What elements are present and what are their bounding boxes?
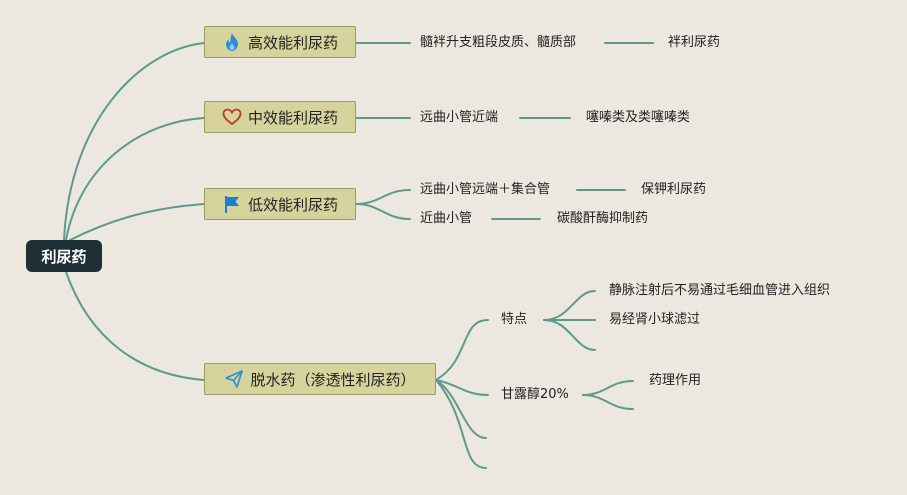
leaf-mannitol-pharmacology[interactable]: 药理作用	[649, 373, 702, 388]
node-high-efficacy[interactable]: 高效能利尿药	[204, 26, 356, 58]
fire-icon	[222, 32, 242, 52]
link-root-low	[69, 203, 205, 241]
leaf-mannitol[interactable]: 甘露醇20%	[501, 387, 569, 402]
node-label: 低效能利尿药	[247, 195, 338, 214]
node-label: 高效能利尿药	[247, 33, 338, 52]
node-dehydrating-agents[interactable]: 脱水药（渗透性利尿药）	[204, 363, 436, 395]
leaf-high-class[interactable]: 袢利尿药	[668, 35, 721, 50]
root-node[interactable]: 利尿药	[26, 240, 102, 272]
flag-icon	[222, 194, 242, 214]
leaf-low-class-1[interactable]: 保钾利尿药	[641, 182, 707, 197]
node-low-efficacy[interactable]: 低效能利尿药	[204, 188, 356, 220]
node-mid-efficacy[interactable]: 中效能利尿药	[204, 101, 356, 133]
paper-plane-icon	[224, 369, 244, 389]
link-mannitol-2	[582, 394, 634, 410]
link-dehydrate-features	[435, 319, 489, 381]
link-features-1	[543, 290, 596, 321]
link-mannitol-1	[582, 380, 634, 396]
link-root-dehydrate	[65, 271, 205, 381]
link-low-detail1	[355, 189, 411, 205]
heart-icon	[222, 107, 242, 127]
link-dehydrate-empty2	[435, 379, 487, 469]
link-dehydrate-mannitol	[435, 379, 489, 396]
link-features-3	[543, 319, 596, 351]
leaf-mid-class[interactable]: 噻嗪类及类噻嗪类	[586, 110, 691, 125]
leaf-low-class-2[interactable]: 碳酸酐酶抑制药	[557, 211, 649, 226]
node-label: 脱水药（渗透性利尿药）	[250, 370, 416, 389]
leaf-feature-2[interactable]: 易经肾小球滤过	[609, 312, 701, 327]
link-root-high	[63, 42, 205, 241]
leaf-features[interactable]: 特点	[501, 312, 528, 327]
leaf-low-site-1[interactable]: 远曲小管远端＋集合管	[420, 182, 551, 197]
leaf-high-site[interactable]: 髓袢升支粗段皮质、髓质部	[420, 35, 577, 50]
link-dehydrate-empty1	[435, 379, 487, 439]
leaf-feature-1[interactable]: 静脉注射后不易通过毛细血管进入组织	[609, 283, 831, 298]
node-label: 中效能利尿药	[247, 108, 338, 127]
leaf-mid-site[interactable]: 远曲小管近端	[420, 110, 499, 125]
link-low-detail2	[355, 203, 411, 220]
leaf-low-site-2[interactable]: 近曲小管	[420, 211, 473, 226]
link-root-mid	[65, 117, 205, 241]
